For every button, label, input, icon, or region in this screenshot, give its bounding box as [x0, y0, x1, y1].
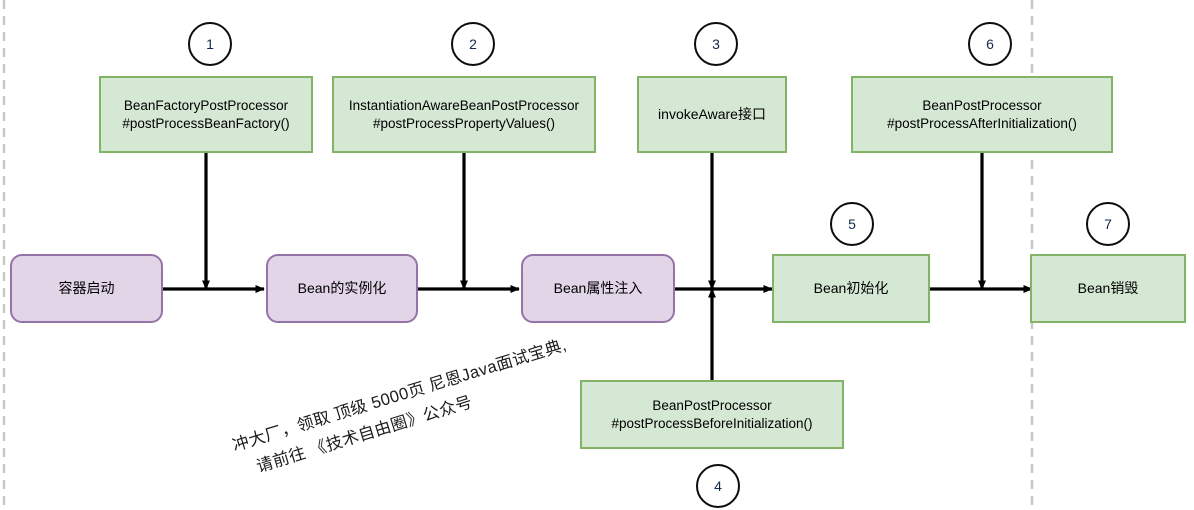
node-bean-destroy[interactable]: Bean销毁 — [1030, 254, 1186, 323]
step-number: 4 — [714, 478, 722, 494]
step-marker-6[interactable]: 6 — [968, 22, 1012, 66]
step-number: 7 — [1104, 216, 1112, 232]
node-label: invokeAware接口 — [658, 105, 766, 122]
step-number: 3 — [712, 36, 720, 52]
node-invoke-aware[interactable]: invokeAware接口 — [637, 76, 787, 153]
step-marker-5[interactable]: 5 — [830, 202, 874, 246]
step-marker-7[interactable]: 7 — [1086, 202, 1130, 246]
step-marker-4[interactable]: 4 — [696, 464, 740, 508]
node-bean-post-processor-after-initialization[interactable]: BeanPostProcessor#postProcessAfterInitia… — [851, 76, 1113, 153]
node-label: InstantiationAwareBeanPostProcessor#post… — [348, 98, 580, 131]
step-number: 2 — [469, 36, 477, 52]
step-marker-3[interactable]: 3 — [694, 22, 738, 66]
node-bean-property-injection[interactable]: Bean属性注入 — [521, 254, 675, 323]
step-number: 6 — [986, 36, 994, 52]
node-bean-instantiation[interactable]: Bean的实例化 — [266, 254, 418, 323]
step-marker-1[interactable]: 1 — [188, 22, 232, 66]
node-label: 容器启动 — [58, 279, 115, 296]
node-instantiation-aware-bean-post-processor[interactable]: InstantiationAwareBeanPostProcessor#post… — [332, 76, 596, 153]
node-container-start[interactable]: 容器启动 — [10, 254, 163, 323]
node-label: BeanPostProcessor#postProcessAfterInitia… — [887, 98, 1077, 131]
node-label: BeanFactoryPostProcessor#postProcessBean… — [122, 98, 290, 131]
node-label: Bean属性注入 — [553, 279, 643, 296]
node-label: Bean初始化 — [813, 279, 889, 296]
node-bean-initialization[interactable]: Bean初始化 — [772, 254, 930, 323]
node-label: Bean的实例化 — [297, 279, 387, 296]
node-label: BeanPostProcessor#postProcessBeforeIniti… — [611, 398, 813, 431]
node-bean-post-processor-before-initialization[interactable]: BeanPostProcessor#postProcessBeforeIniti… — [580, 380, 844, 449]
step-marker-2[interactable]: 2 — [451, 22, 495, 66]
step-number: 5 — [848, 216, 856, 232]
node-label: Bean销毁 — [1077, 279, 1139, 296]
step-number: 1 — [206, 36, 214, 52]
node-bean-factory-post-processor[interactable]: BeanFactoryPostProcessor#postProcessBean… — [99, 76, 313, 153]
